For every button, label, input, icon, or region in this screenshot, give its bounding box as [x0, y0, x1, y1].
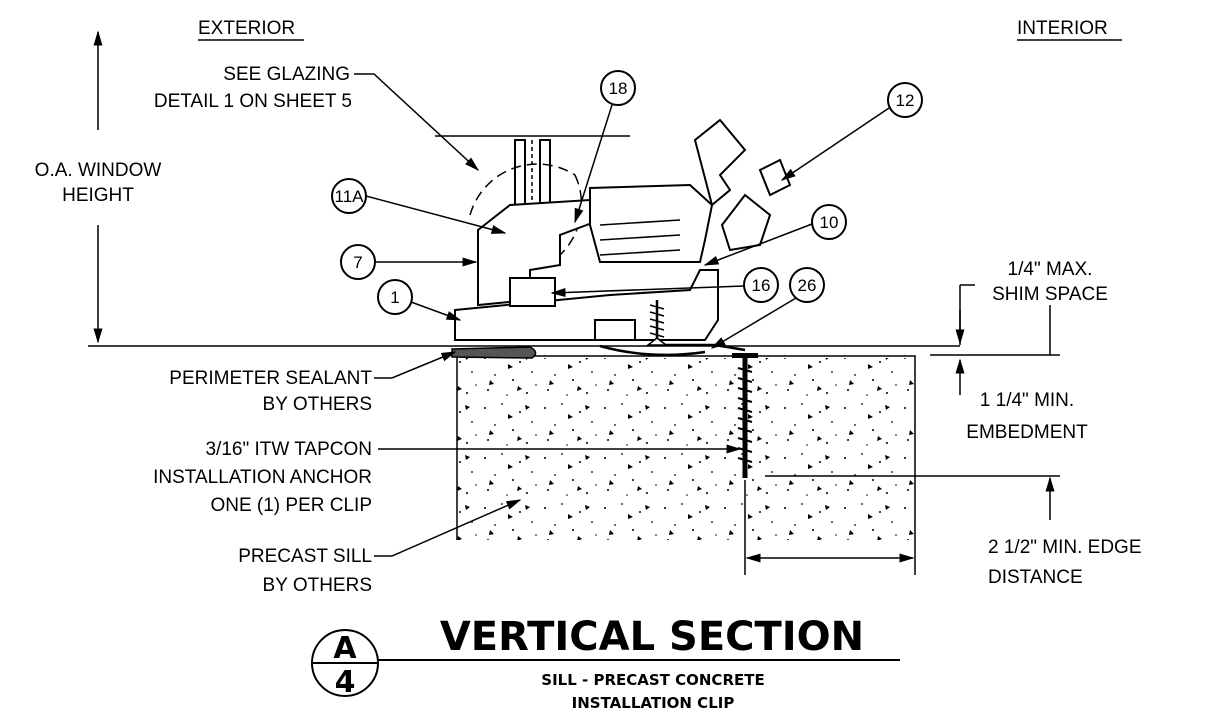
precast-sill-note: PRECAST SILL BY OTHERS: [238, 499, 522, 596]
callout-12: 12: [780, 82, 923, 181]
svg-text:INTERIOR: INTERIOR: [1017, 18, 1108, 39]
tapcon-anchor-note: 3/16" ITW TAPCON INSTALLATION ANCHOR ONE…: [153, 439, 742, 516]
svg-text:SEE GLAZING: SEE GLAZING: [223, 64, 350, 85]
svg-text:ONE (1) PER CLIP: ONE (1) PER CLIP: [210, 495, 372, 516]
svg-text:3/16" ITW TAPCON: 3/16" ITW TAPCON: [205, 439, 372, 460]
window-height-dimension: O.A. WINDOW HEIGHT: [35, 30, 162, 344]
svg-text:10: 10: [820, 213, 839, 232]
svg-text:16: 16: [752, 276, 771, 295]
svg-text:DISTANCE: DISTANCE: [988, 567, 1083, 588]
svg-text:EMBEDMENT: EMBEDMENT: [966, 422, 1088, 443]
tapcon-anchor: [732, 353, 758, 478]
callout-1: 1: [377, 279, 462, 321]
callout-7: 7: [340, 244, 478, 280]
svg-text:DETAIL 1 ON SHEET 5: DETAIL 1 ON SHEET 5: [154, 91, 352, 112]
exterior-heading: EXTERIOR: [198, 18, 304, 41]
perimeter-sealant: [451, 346, 537, 359]
title-sub-line1: SILL - PRECAST CONCRETE: [541, 671, 764, 689]
svg-text:1/4" MAX.: 1/4" MAX.: [1008, 259, 1093, 280]
svg-text:O.A. WINDOW: O.A. WINDOW: [35, 160, 162, 181]
title-main: VERTICAL SECTION: [440, 614, 864, 660]
svg-text:2 1/2" MIN. EDGE: 2 1/2" MIN. EDGE: [988, 537, 1142, 558]
svg-text:SHIM SPACE: SHIM SPACE: [992, 284, 1108, 305]
callout-10: 10: [703, 204, 847, 266]
callout-26: 26: [710, 267, 825, 349]
svg-text:18: 18: [609, 79, 628, 98]
svg-text:PERIMETER SEALANT: PERIMETER SEALANT: [169, 368, 372, 389]
svg-text:INSTALLATION ANCHOR: INSTALLATION ANCHOR: [153, 467, 372, 488]
interior-heading: INTERIOR: [1017, 18, 1122, 41]
svg-text:11A: 11A: [335, 187, 365, 206]
svg-text:12: 12: [896, 91, 915, 110]
window-frame-section: [435, 118, 792, 357]
edge-distance-dimension: 2 1/2" MIN. EDGE DISTANCE: [744, 480, 1142, 588]
svg-text:HEIGHT: HEIGHT: [62, 185, 134, 206]
svg-text:26: 26: [798, 276, 817, 295]
svg-text:EXTERIOR: EXTERIOR: [198, 18, 295, 39]
embedment-dimension: 1 1/4" MIN. EMBEDMENT: [765, 358, 1088, 520]
perimeter-sealant-note: PERIMETER SEALANT BY OTHERS: [169, 351, 457, 415]
svg-text:1 1/4" MIN.: 1 1/4" MIN.: [980, 390, 1074, 411]
callout-11a: 11A: [331, 178, 507, 234]
shim-space-dimension: 1/4" MAX. SHIM SPACE: [955, 259, 1108, 355]
svg-text:7: 7: [353, 253, 362, 272]
precast-sill: [456, 355, 916, 540]
callout-16: 16: [550, 267, 779, 303]
svg-text:BY OTHERS: BY OTHERS: [263, 394, 372, 415]
svg-text:BY OTHERS: BY OTHERS: [263, 575, 372, 596]
svg-text:PRECAST SILL: PRECAST SILL: [238, 546, 372, 567]
svg-text:A: A: [333, 631, 357, 666]
title-sub-line2: INSTALLATION CLIP: [572, 694, 735, 712]
svg-text:1: 1: [390, 288, 399, 307]
callout-18: 18: [574, 70, 636, 224]
see-glazing-note: SEE GLAZING DETAIL 1 ON SHEET 5: [154, 64, 480, 172]
detail-marker: A 4: [311, 629, 379, 700]
svg-text:4: 4: [335, 665, 356, 700]
